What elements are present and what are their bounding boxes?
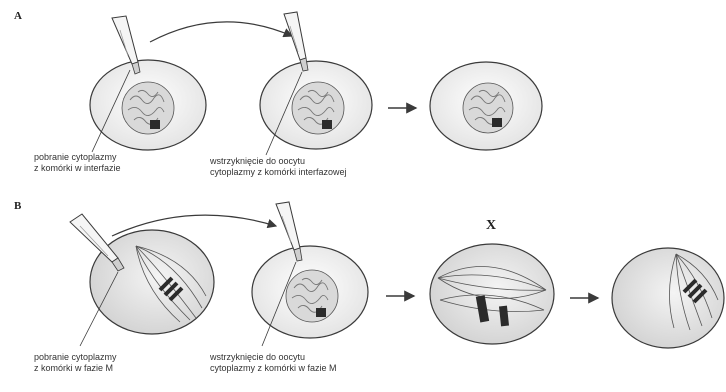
panel-a-letter: A — [14, 10, 22, 22]
a-cell-3 — [430, 62, 542, 150]
b-label-2-line-2: cytoplazmy z komórki w fazie M — [210, 363, 337, 374]
b-cell-2 — [252, 246, 368, 338]
b-cell-3 — [430, 244, 554, 344]
a-cell-3-nucleus — [463, 83, 513, 133]
b-cell-2-chromatin — [316, 308, 326, 317]
a-label-2: wstrzyknięcie do oocytu cytoplazmy z kom… — [210, 156, 347, 178]
a-cell-1-chromatin — [150, 120, 160, 129]
a-label-2-line-1: wstrzyknięcie do oocytu — [210, 156, 347, 167]
b-cell-4 — [612, 248, 724, 348]
a-label-2-line-2: cytoplazmy z komórki interfazowej — [210, 167, 347, 178]
a-cell-1 — [90, 60, 206, 150]
a-label-1: pobranie cytoplazmy z komórki w interfaz… — [34, 152, 121, 174]
a-pipette-2 — [284, 12, 308, 71]
a-cell-3-chromatin — [492, 118, 502, 127]
a-cell-2 — [260, 61, 372, 149]
b-label-2: wstrzyknięcie do oocytu cytoplazmy z kom… — [210, 352, 337, 374]
a-label-1-line-1: pobranie cytoplazmy — [34, 152, 121, 163]
a-transfer-arrow — [150, 22, 292, 42]
b-label-2-line-1: wstrzyknięcie do oocytu — [210, 352, 337, 363]
a-cell-2-nucleus — [292, 82, 344, 134]
b-cell-1 — [90, 230, 214, 334]
b-label-1: pobranie cytoplazmy z komórki w fazie M — [34, 352, 117, 374]
a-cell-2-chromatin — [322, 120, 332, 129]
b-cell-2-nucleus — [286, 270, 338, 322]
b-label-1-line-2: z komórki w fazie M — [34, 363, 117, 374]
panel-b-letter: B — [14, 200, 21, 212]
a-label-1-line-2: z komórki w interfazie — [34, 163, 121, 174]
b-label-1-line-1: pobranie cytoplazmy — [34, 352, 117, 363]
a-cell-1-nucleus — [122, 82, 174, 134]
stage-x-label: X — [486, 218, 496, 234]
